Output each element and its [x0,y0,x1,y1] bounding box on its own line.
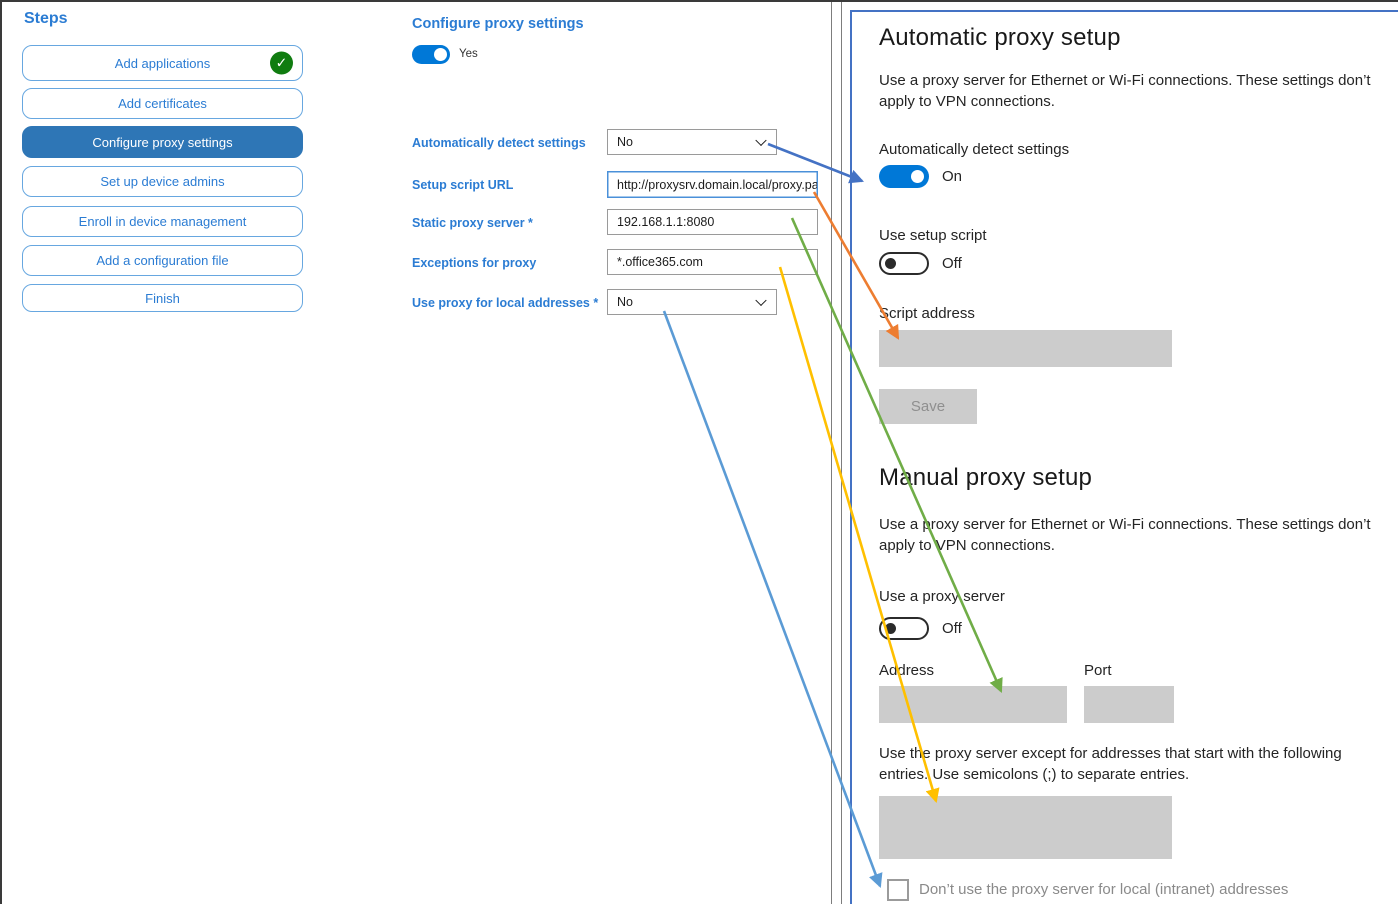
selected-value: No [617,295,633,309]
toggle-knob [911,170,924,183]
manual-proxy-heading: Manual proxy setup [879,464,1093,491]
sidebar-item-label: Add certificates [118,96,207,111]
sidebar-item-add-configuration-file[interactable]: Add a configuration file [22,245,303,276]
configure-proxy-toggle[interactable] [412,45,450,64]
use-proxy-local-label: Use proxy for local addresses * [412,296,599,310]
exceptions-for-proxy-label: Exceptions for proxy [412,256,537,270]
sidebar-item-add-applications[interactable]: Add applications ✓ [22,45,303,81]
sidebar-item-label: Finish [145,290,180,306]
use-proxy-local-select[interactable]: No [607,289,777,315]
input-value: 192.168.1.1:8080 [617,215,715,229]
selected-value: No [617,135,633,149]
page-title: Configure proxy settings [412,16,584,32]
sidebar-item-set-up-device-admins[interactable]: Set up device admins [22,166,303,197]
port-input[interactable] [1084,686,1174,723]
toggle-knob [434,48,447,61]
use-proxy-server-toggle[interactable] [879,617,929,640]
arrow-local-addresses [662,310,883,889]
proxy-exceptions-description: Use the proxy server except for addresse… [879,745,1342,783]
address-input[interactable] [879,686,1067,723]
sidebar-item-finish[interactable]: Finish [22,284,303,312]
sidebar-item-enroll-device-management[interactable]: Enroll in device management [22,206,303,237]
pane-divider [831,2,832,904]
pane-divider [841,2,842,904]
proxy-exceptions-input[interactable] [879,796,1172,859]
static-proxy-server-input[interactable]: 192.168.1.1:8080 [607,209,818,235]
auto-detect-label: Automatically detect settings [879,141,1070,158]
sidebar-item-label: Add a configuration file [96,253,229,268]
address-label: Address [879,662,935,679]
static-proxy-server-label: Static proxy server * [412,216,533,230]
sidebar-item-configure-proxy-settings[interactable]: Configure proxy settings [22,126,303,158]
automatic-proxy-heading: Automatic proxy setup [879,24,1121,51]
script-address-label: Script address [879,305,975,322]
chevron-down-icon [755,134,767,147]
auto-detect-toggle-state: On [942,168,963,185]
manual-proxy-description: Use a proxy server for Ethernet or Wi-Fi… [879,516,1371,554]
local-addresses-checkbox[interactable] [887,879,909,901]
detect-settings-label: Automatically detect settings [412,136,586,150]
port-label: Port [1084,662,1112,679]
automatic-proxy-description: Use a proxy server for Ethernet or Wi-Fi… [879,72,1371,110]
toggle-knob [885,258,896,269]
toggle-knob [885,623,896,634]
sidebar-item-add-certificates[interactable]: Add certificates [22,88,303,119]
use-proxy-server-toggle-state: Off [942,620,962,637]
sidebar-item-label: Set up device admins [100,174,225,189]
local-addresses-checkbox-label: Don’t use the proxy server for local (in… [919,881,1289,898]
input-value: *.office365.com [617,255,703,269]
completed-check-icon: ✓ [270,51,293,75]
chevron-down-icon [755,294,767,307]
sidebar-item-label: Configure proxy settings [92,134,233,150]
use-setup-script-toggle-state: Off [942,255,962,272]
use-setup-script-toggle[interactable] [879,252,929,275]
detect-settings-select[interactable]: No [607,129,777,155]
input-value: http://proxysrv.domain.local/proxy.pa [617,177,818,192]
sidebar-item-label: Add applications [114,55,211,71]
exceptions-for-proxy-input[interactable]: *.office365.com [607,249,818,275]
auto-detect-toggle[interactable] [879,165,929,188]
setup-script-url-label: Setup script URL [412,178,514,192]
sidebar-item-label: Enroll in device management [78,214,247,229]
use-proxy-server-label: Use a proxy server [879,588,1005,605]
setup-script-url-input[interactable]: http://proxysrv.domain.local/proxy.pa [607,171,818,198]
save-button[interactable]: Save [879,389,977,424]
script-address-input[interactable] [879,330,1172,367]
use-setup-script-label: Use setup script [879,227,987,244]
configure-proxy-toggle-state: Yes [459,48,478,60]
steps-title: Steps [24,10,68,27]
